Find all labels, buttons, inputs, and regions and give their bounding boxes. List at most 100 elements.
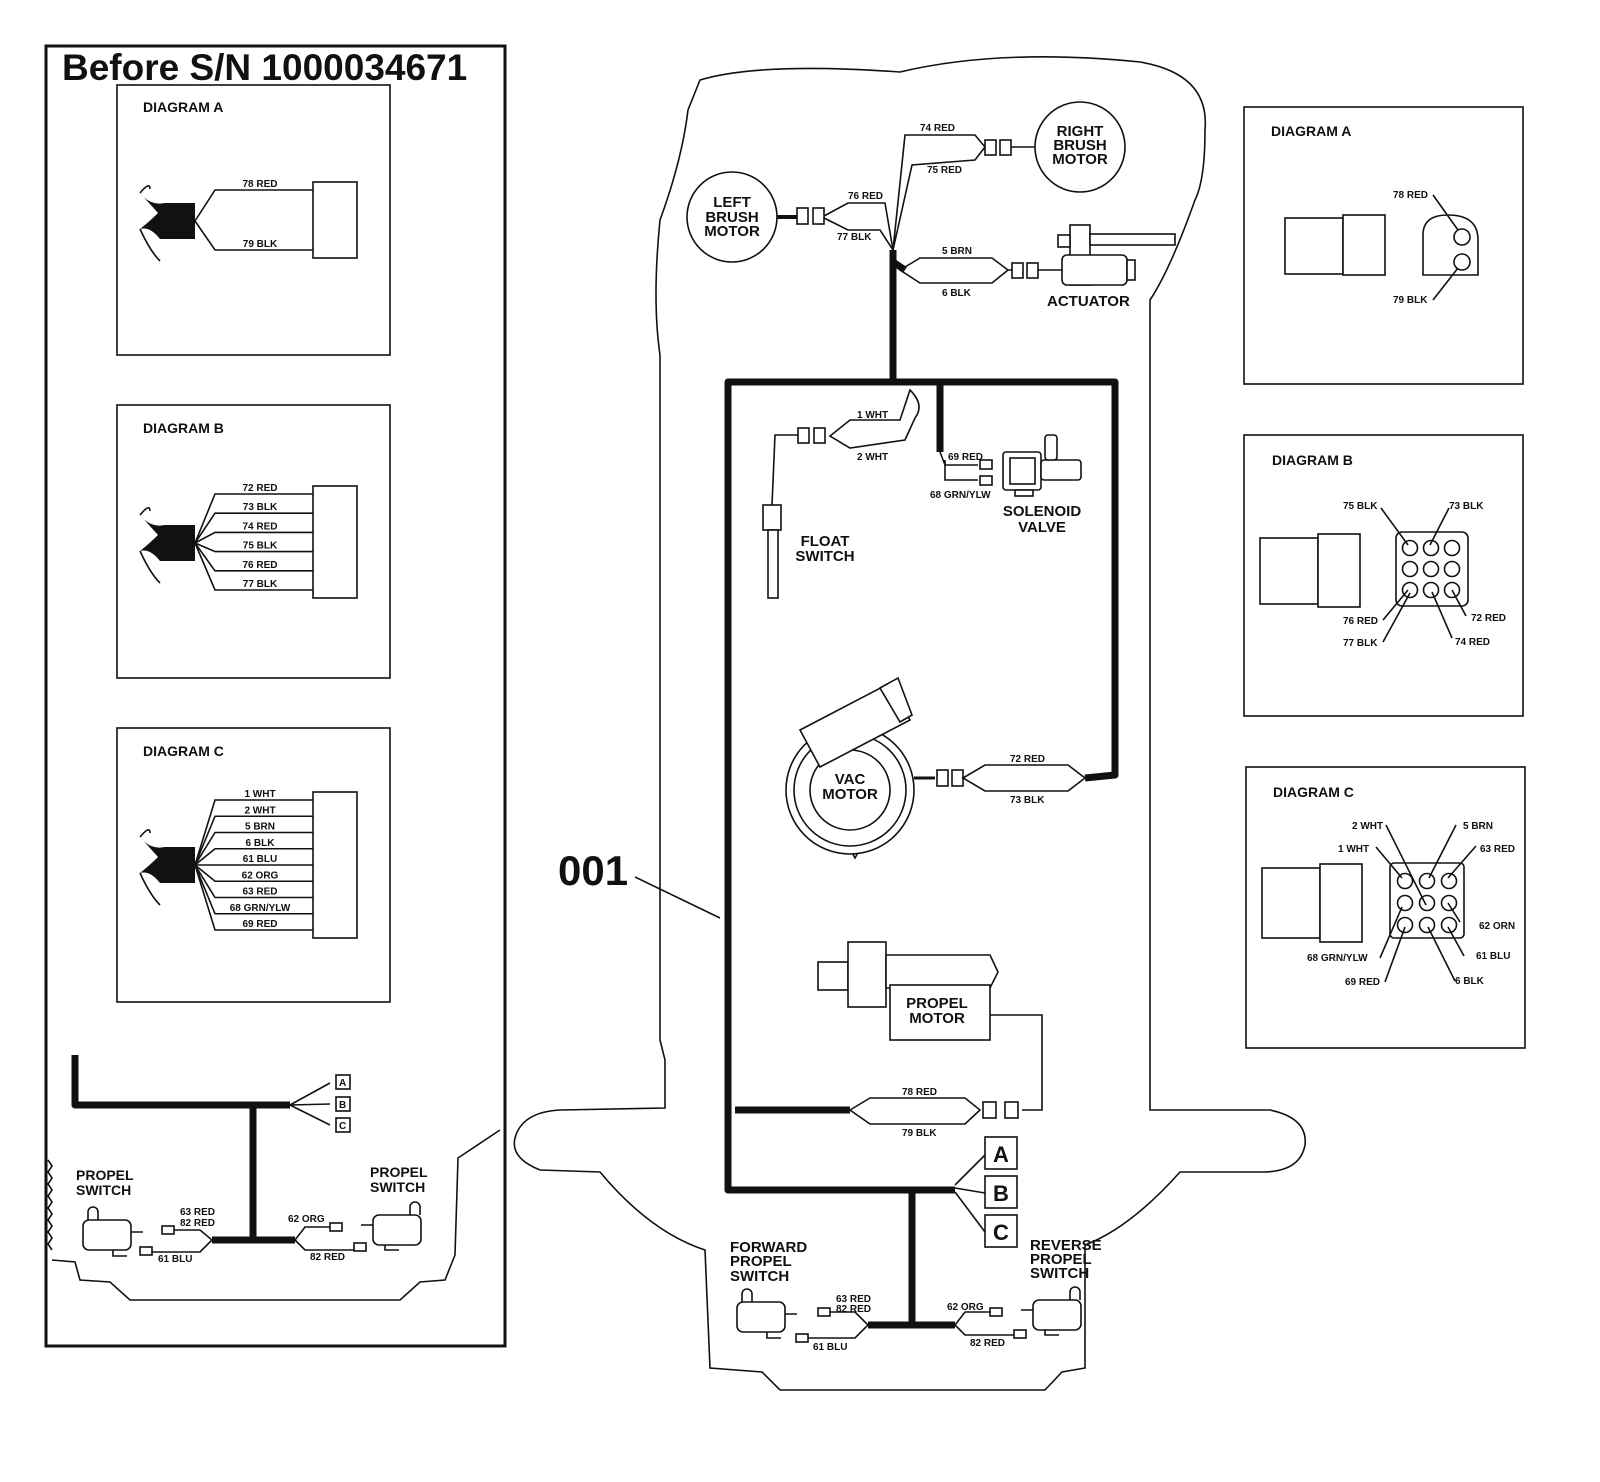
connector-pin <box>1401 539 1419 557</box>
connector-pin <box>1422 560 1440 578</box>
wire <box>194 864 313 931</box>
wire-75-label: 75 RED <box>927 165 962 176</box>
wire <box>194 220 313 251</box>
callout-leader <box>634 876 721 919</box>
solenoid-valve-icon <box>1002 434 1082 497</box>
rev-wire-62: 62 ORG <box>947 1302 984 1313</box>
float-switch-label-1: FLOAT <box>801 533 850 550</box>
cable-bundle <box>140 837 195 883</box>
wire <box>194 531 313 544</box>
connector-pin <box>1396 894 1414 912</box>
wire-76-label: 76 RED <box>848 191 883 202</box>
right-c-pin-1: 1 WHT <box>1338 844 1369 855</box>
cable-bundle <box>140 515 195 561</box>
diagram-b-label: DIAGRAM B <box>143 420 224 436</box>
right-brush-motor-label-1: RIGHT <box>1057 123 1104 140</box>
solenoid-valve-label-2: VALVE <box>1018 519 1066 536</box>
right-brush-motor-label-3: MOTOR <box>1052 151 1108 168</box>
connector-pin <box>1443 560 1461 578</box>
wire <box>194 847 313 866</box>
wire <box>194 799 313 866</box>
connector-pin <box>1401 560 1419 578</box>
wire-69-label: 69 RED <box>948 452 983 463</box>
left-harness: A B C PROPEL SWITCH 63 RED 82 RED 61 BLU… <box>47 1055 501 1301</box>
diagram-c-label: DIAGRAM C <box>143 743 224 759</box>
right-diagram-c-label: DIAGRAM C <box>1273 784 1354 800</box>
right-switch-label-2: SWITCH <box>370 1179 425 1195</box>
actuator-label: ACTUATOR <box>1047 293 1130 310</box>
left-panel: Before S/N 1000034671 DIAGRAM A 78 RED79… <box>44 44 507 1348</box>
connector-pin <box>1418 872 1436 890</box>
right-c-pin-69: 69 RED <box>1345 977 1380 988</box>
wire-label: 78 RED <box>242 179 277 190</box>
fwd-wire-63: 63 RED <box>836 1294 871 1305</box>
left-switch-wire-63: 63 RED <box>180 1207 215 1218</box>
right-diagram-b-label: DIAGRAM B <box>1272 452 1353 468</box>
right-c-pin-62: 62 ORN <box>1479 921 1515 932</box>
connector-pin <box>1401 581 1419 599</box>
left-switch-wire-61: 61 BLU <box>158 1254 192 1265</box>
right-diagram-a: DIAGRAM A 78 RED 79 BLK <box>1243 106 1524 385</box>
reverse-propel-switch-icon <box>1021 1286 1082 1336</box>
wire-77-label: 77 BLK <box>837 232 872 243</box>
right-a-pin-78: 78 RED <box>1393 190 1428 201</box>
forward-switch-label-2: PROPEL <box>730 1253 792 1270</box>
connector-tag-b: B <box>993 1181 1009 1206</box>
vac-motor-label-2: MOTOR <box>822 786 878 803</box>
forward-switch-label-3: SWITCH <box>730 1268 789 1285</box>
right-propel-switch-icon <box>361 1201 422 1251</box>
left-brush-motor-label-2: BRUSH <box>705 209 758 226</box>
wire-label: 62 ORG <box>242 870 279 881</box>
right-b-pin-72: 72 RED <box>1471 613 1506 624</box>
cable-end <box>139 507 161 584</box>
connector-pin <box>1418 916 1436 934</box>
vac-motor-icon <box>785 676 915 860</box>
connector-pin <box>1443 539 1461 557</box>
fwd-wire-82: 82 RED <box>836 1304 871 1315</box>
wire-label: 75 BLK <box>243 541 278 552</box>
propel-motor-label-1: PROPEL <box>906 995 968 1012</box>
right-switch-wire-62: 62 ORG <box>288 1214 325 1225</box>
connector-pin <box>1422 581 1440 599</box>
right-c-pin-5: 5 BRN <box>1463 821 1493 832</box>
float-switch-icon <box>762 504 782 599</box>
wire-label: 77 BLK <box>243 579 278 590</box>
harness-trunk <box>71 1055 290 1109</box>
wire <box>194 864 313 899</box>
right-diagram-c: DIAGRAM C 2 WHT 5 BRN 1 WHT 63 RED 62 OR… <box>1245 766 1526 1049</box>
wire <box>194 512 313 544</box>
forward-switch-label-1: FORWARD <box>730 1239 807 1256</box>
wire <box>194 542 313 591</box>
connector-pin <box>1440 916 1458 934</box>
wire-label: 72 RED <box>242 483 277 494</box>
callout-001: 001 <box>558 847 628 894</box>
left-propel-switch-icon <box>82 1206 143 1257</box>
right-diagram-b: DIAGRAM B 75 BLK 73 BLK 76 RED 72 RED 77… <box>1243 434 1524 717</box>
wire-label: 76 RED <box>242 560 277 571</box>
tag-a <box>335 1074 351 1090</box>
actuator-icon <box>1038 224 1176 286</box>
wire <box>194 189 313 222</box>
cable-end <box>139 185 161 262</box>
wire <box>194 542 313 553</box>
right-b-pin-73: 73 BLK <box>1449 501 1484 512</box>
wire <box>194 815 313 866</box>
tag-a-label: A <box>339 1078 346 1089</box>
connector-pin <box>1422 539 1440 557</box>
wire-label: 74 RED <box>242 521 277 532</box>
tag-c-label: C <box>339 1121 346 1132</box>
right-c-pin-61: 61 BLU <box>1476 951 1510 962</box>
rev-wire-82: 82 RED <box>970 1338 1005 1349</box>
left-panel-frame <box>44 44 507 1348</box>
reverse-switch-label-1: REVERSE <box>1030 1237 1102 1254</box>
float-switch-label-2: SWITCH <box>795 548 854 565</box>
wire-label: 6 BLK <box>246 838 276 849</box>
left-brush-motor-label-1: LEFT <box>713 194 751 211</box>
wire-2-label: 2 WHT <box>857 452 888 463</box>
wire-5-label: 5 BRN <box>942 246 972 257</box>
wire <box>194 542 313 572</box>
